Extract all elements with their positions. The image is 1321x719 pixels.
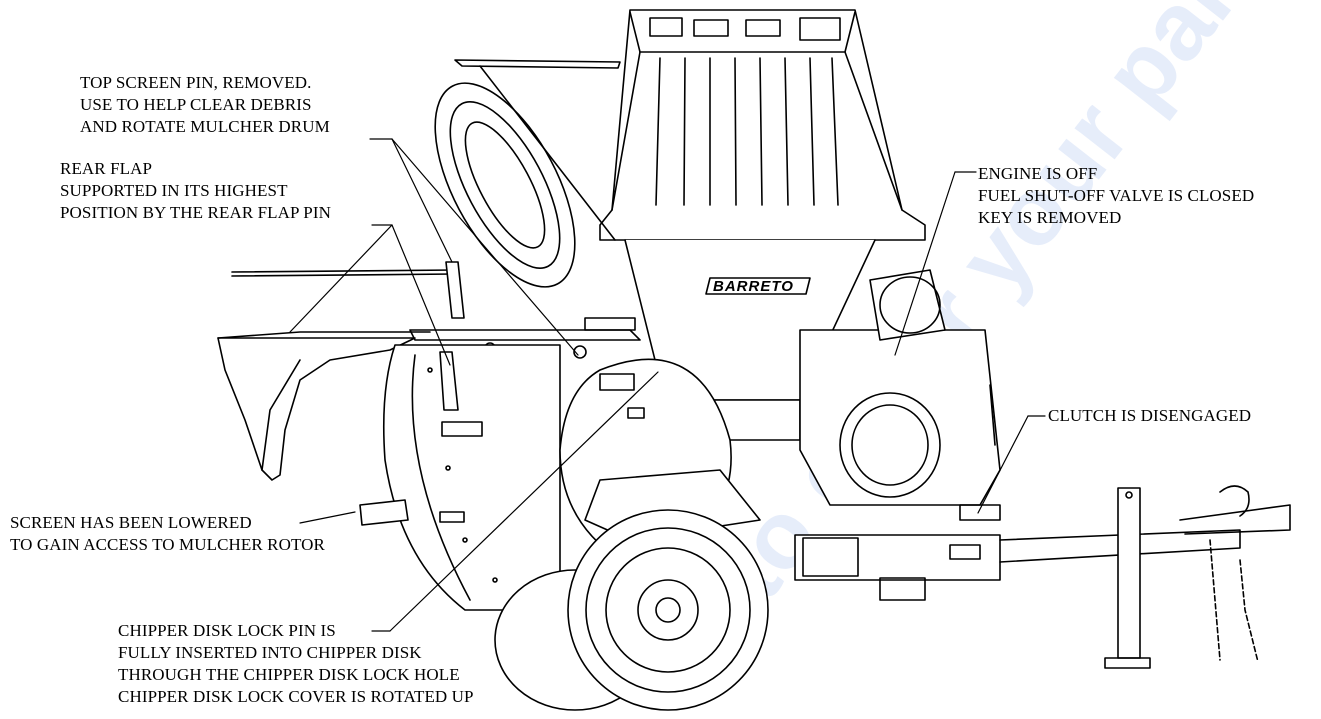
callout-line: ENGINE IS OFF: [978, 164, 1098, 183]
callout-line: KEY IS REMOVED: [978, 208, 1122, 227]
safety-chains: [1209, 485, 1259, 663]
callout-line: CHIPPER DISK LOCK PIN IS: [118, 621, 336, 640]
callout-line: SCREEN HAS BEEN LOWERED: [10, 513, 252, 532]
top-deck: [409, 317, 641, 359]
callout-chipper: CHIPPER DISK LOCK PIN IS FULLY INSERTED …: [118, 620, 474, 708]
engine: [799, 269, 1001, 506]
callout-line: CLUTCH IS DISENGAGED: [1048, 406, 1252, 425]
callout-screen: SCREEN HAS BEEN LOWERED TO GAIN ACCESS T…: [10, 512, 325, 556]
brand-logo-text: BARRETO: [713, 278, 794, 295]
callout-top-screen-pin: TOP SCREEN PIN, REMOVED. USE TO HELP CLE…: [80, 72, 330, 138]
callout-line: FUEL SHUT-OFF VALVE IS CLOSED: [978, 186, 1255, 205]
mulcher-housing: [359, 344, 561, 611]
callout-line: TO GAIN ACCESS TO MULCHER ROTOR: [10, 535, 325, 554]
leader-lines: [289, 138, 1046, 632]
callout-line: USE TO HELP CLEAR DEBRIS: [80, 95, 312, 114]
callout-line: POSITION BY THE REAR FLAP PIN: [60, 203, 331, 222]
callout-line: FULLY INSERTED INTO CHIPPER DISK: [118, 643, 422, 662]
callout-line: SUPPORTED IN ITS HIGHEST: [60, 181, 288, 200]
hopper: BARRETO: [599, 9, 926, 441]
callout-clutch: CLUTCH IS DISENGAGED: [1048, 405, 1251, 427]
callout-engine: ENGINE IS OFF FUEL SHUT-OFF VALVE IS CLO…: [978, 163, 1254, 229]
rear-flap-pin: [231, 261, 465, 319]
callout-rear-flap: REAR FLAP SUPPORTED IN ITS HIGHEST POSIT…: [60, 158, 331, 224]
wheel-front: [567, 509, 769, 711]
jack-stand: [1104, 487, 1151, 669]
callout-line: REAR FLAP: [60, 159, 153, 178]
callout-line: TOP SCREEN PIN, REMOVED.: [80, 73, 312, 92]
callout-line: AND ROTATE MULCHER DRUM: [80, 117, 330, 136]
brand-logo: BARRETO: [705, 277, 811, 295]
discharge-drum: [434, 59, 621, 288]
callout-line: CHIPPER DISK LOCK COVER IS ROTATED UP: [118, 687, 474, 706]
callout-line: THROUGH THE CHIPPER DISK LOCK HOLE: [118, 665, 460, 684]
